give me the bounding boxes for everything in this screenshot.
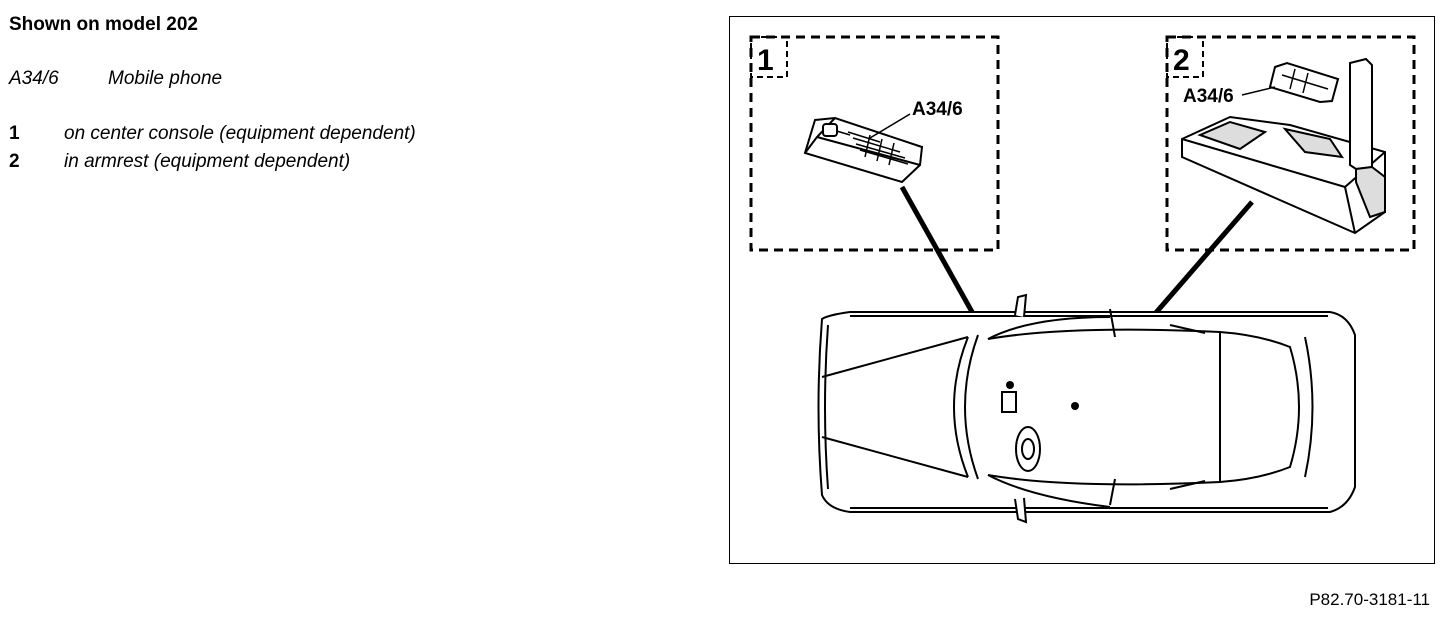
inset-1-number-box: [750, 36, 788, 78]
car-top-view-icon: [817, 293, 1356, 524]
inset-1-number: 1: [757, 44, 774, 77]
location-diagram: 1 2 A34/6: [749, 35, 1416, 524]
inset-2-callout-line: [1241, 86, 1276, 96]
location-2-marker: [1071, 402, 1079, 410]
inset-1-callout: A34/6: [912, 99, 963, 120]
legend-location-num: 2: [9, 151, 20, 172]
inset-2-callout: A34/6: [1183, 86, 1234, 107]
legend-location-num: 1: [9, 123, 20, 144]
legend-location-label: on center console (equipment dependent): [64, 123, 416, 144]
legend-location-label: in armrest (equipment dependent): [64, 151, 351, 172]
mobile-phone-handset-icon: [803, 116, 924, 184]
inset-2-frame: [1165, 35, 1416, 252]
inset-2-number-box: [1166, 36, 1204, 78]
page-title: Shown on model 202: [9, 14, 198, 35]
figure-reference: P82.70-3181-11: [1309, 590, 1430, 609]
inset-1-frame: [749, 35, 1000, 252]
legend-component-code: A34/6: [9, 68, 59, 89]
legend-component-label: Mobile phone: [108, 68, 223, 89]
inset-1-callout-line: [869, 113, 911, 139]
armrest-console-icon: [1181, 57, 1386, 235]
mobile-phone-armrest-icon: [1268, 61, 1340, 104]
diagram-frame: 1 2 A34/6: [729, 16, 1435, 564]
location-1-marker: [1006, 381, 1014, 389]
inset-2-number: 2: [1173, 44, 1190, 77]
